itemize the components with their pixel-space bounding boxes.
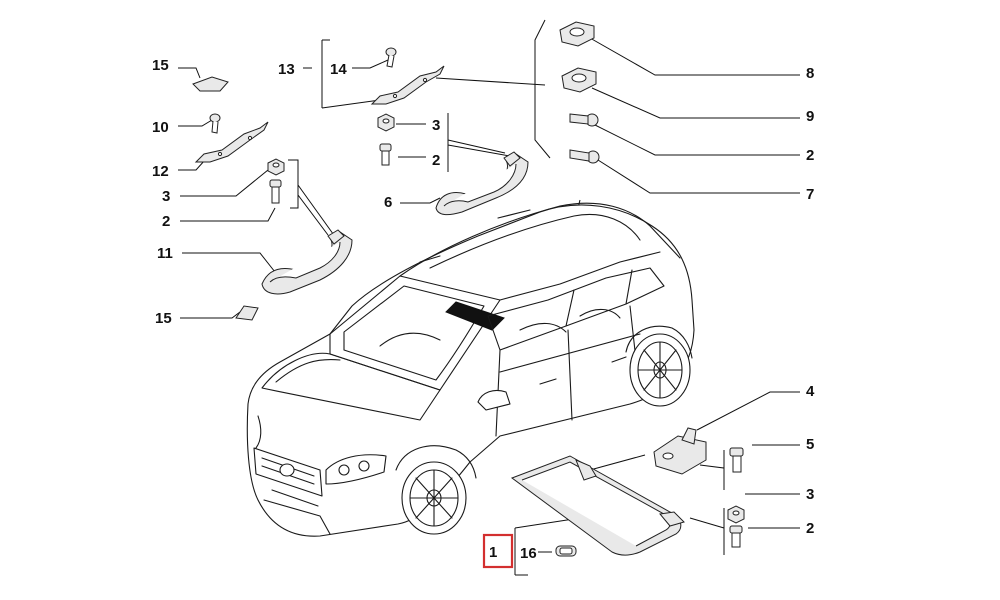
- part-2-screw-right-bottom: [729, 525, 743, 548]
- callout-8: 8: [806, 65, 814, 82]
- part-3-nut-center: [377, 113, 395, 132]
- callout-2-left: 2: [162, 213, 170, 230]
- part-2-screw-right-top: [569, 113, 599, 127]
- callout-1: 1: [489, 544, 497, 561]
- part-6-grab-handle: [435, 151, 529, 216]
- part-7-screw: [569, 149, 600, 164]
- part-10-screw: [209, 113, 221, 134]
- part-15-clip-top: [192, 76, 229, 92]
- part-13-bracket: [370, 65, 445, 105]
- part-2-screw-left: [269, 179, 282, 204]
- callout-16: 16: [520, 545, 537, 562]
- part-12-bracket: [194, 121, 269, 163]
- callout-2-right-bottom: 2: [806, 520, 814, 537]
- part-5-screw: [729, 447, 744, 473]
- callout-labels: 15 13 14 10 12 3 2 11 15 3 2 6 8 9 2 7 4…: [152, 57, 815, 562]
- callout-12: 12: [152, 163, 169, 180]
- part-9-cap: [561, 67, 597, 93]
- callout-1-highlight-box: [482, 533, 514, 569]
- part-11-grab-handle: [261, 229, 353, 295]
- callout-4: 4: [806, 383, 815, 400]
- part-3-nut-left: [267, 158, 285, 176]
- callout-15-top: 15: [152, 57, 169, 74]
- part-14-screw: [385, 47, 397, 68]
- part-2-screw-center: [379, 143, 392, 166]
- callout-15-bottom: 15: [155, 310, 172, 327]
- callout-2-center: 2: [432, 152, 440, 169]
- part-1-sun-visor[interactable]: [510, 455, 685, 556]
- callout-14: 14: [330, 61, 347, 78]
- callout-10: 10: [152, 119, 169, 136]
- callout-2-right-top: 2: [806, 147, 814, 164]
- part-3-nut-right: [727, 505, 745, 524]
- part-4-visor-clip: [653, 427, 707, 475]
- callout-5: 5: [806, 436, 814, 453]
- callout-7: 7: [806, 186, 814, 203]
- callout-6: 6: [384, 194, 392, 211]
- part-8-cap: [559, 21, 595, 47]
- callout-11: 11: [157, 245, 173, 262]
- part-15-clip-bottom: [235, 305, 259, 321]
- part-16-bulb: [555, 545, 577, 557]
- callout-3-center: 3: [432, 117, 440, 134]
- callout-9: 9: [806, 108, 814, 125]
- callout-3-right: 3: [806, 486, 814, 503]
- callout-3-left: 3: [162, 188, 170, 205]
- car-illustration: [246, 202, 695, 537]
- callout-13: 13: [278, 61, 295, 78]
